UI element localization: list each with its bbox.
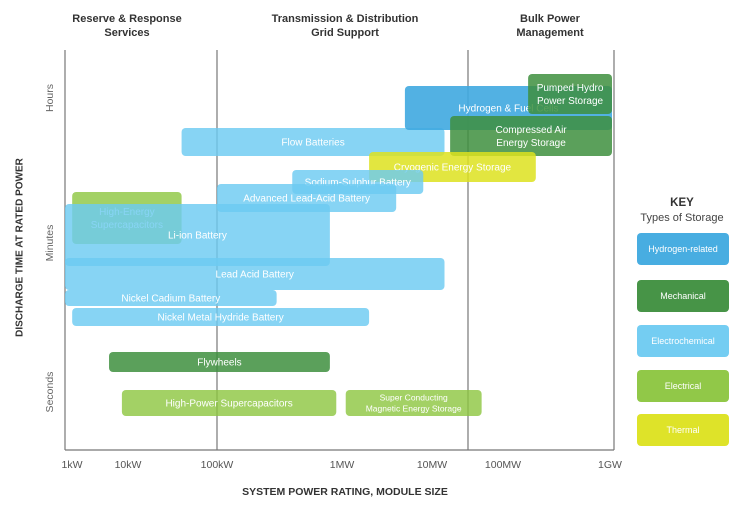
bar-label: Super Conducting [380, 392, 448, 402]
x-tick-label: 10MW [416, 459, 448, 471]
x-tick-label: 10kW [114, 459, 142, 471]
x-tick-label: 100MW [484, 459, 522, 471]
y-axis-title: DISCHARGE TIME AT RATED POWER [14, 158, 26, 337]
bar-label: Energy Storage [496, 138, 566, 149]
y-label-minutes: Minutes [44, 224, 56, 262]
x-axis-title: SYSTEM POWER RATING, MODULE SIZE [242, 486, 448, 498]
header-reserve-response: Reserve & Response Services [72, 13, 182, 39]
x-tick-label: 1GW [598, 459, 622, 471]
bar-label: Magnetic Energy Storage [366, 403, 462, 413]
bar-rect [65, 204, 330, 266]
bar-li-ion-battery: Li-ion Battery [65, 204, 330, 266]
bar-rect [65, 258, 445, 290]
key-subtitle: Types of Storage [640, 212, 724, 224]
key-title: KEY [670, 197, 694, 209]
header-transmission-distribution: Transmission & Distribution Grid Support [271, 13, 419, 39]
bar-label: Hydrogen & Fuel Cells [458, 104, 558, 115]
bar-lead-acid-battery: Lead Acid Battery [65, 258, 445, 290]
bar-label: Sodium-Sulphur Battery [305, 178, 411, 189]
bar-label: Nickel Cadium Battery [121, 294, 220, 305]
bar-flow-batteries: Flow Batteries [181, 128, 445, 156]
bar-rect [72, 308, 370, 326]
key-item-electrical: Electrical [637, 370, 729, 402]
bar-rect [109, 352, 330, 372]
key-item-hydrogen-related: Hydrogen-related [637, 233, 729, 265]
bar-high-power-supercapacitors: High-Power Supercapacitors [121, 390, 337, 416]
x-tick-label: 1kW [61, 459, 83, 471]
bar-label: High-Power Supercapacitors [165, 399, 292, 410]
bar-label: Advanced Lead-Acid Battery [243, 194, 370, 205]
bar-label: Flow Batteries [281, 138, 344, 149]
bar-label: Compressed Air [495, 125, 567, 136]
bar-rect [450, 116, 612, 156]
bar-label: Power Storage [537, 96, 604, 107]
bar-rect [65, 290, 277, 306]
bar-rect [181, 128, 445, 156]
bar-rect [528, 74, 612, 114]
bar-label: Li-ion Battery [168, 231, 227, 242]
bar-label: Lead Acid Battery [216, 270, 294, 281]
bar-label: Nickel Metal Hydride Battery [158, 313, 284, 324]
key-item-electrochemical: Electrochemical [637, 325, 729, 357]
y-label-hours: Hours [44, 84, 56, 113]
x-tick-label: 100kW [200, 459, 234, 471]
bar-rect [121, 390, 337, 416]
key-item-thermal: Thermal [637, 414, 729, 446]
bar-flywheels: Flywheels [109, 352, 330, 372]
bar-label: Flywheels [197, 358, 241, 369]
bar-label: Pumped Hydro [537, 83, 604, 94]
bar-rect [345, 390, 482, 416]
key-item-mechanical: Mechanical [637, 280, 729, 312]
x-tick-label: 1MW [329, 459, 355, 471]
header-bulk-power: Bulk Power Management [516, 13, 584, 39]
bar-nickel-metal-hydride-battery: Nickel Metal Hydride Battery [72, 308, 370, 326]
bar-label: Cryogenic Energy Storage [394, 163, 512, 174]
y-label-seconds: Seconds [44, 371, 56, 413]
bar-nickel-cadium-battery: Nickel Cadium Battery [65, 290, 277, 306]
